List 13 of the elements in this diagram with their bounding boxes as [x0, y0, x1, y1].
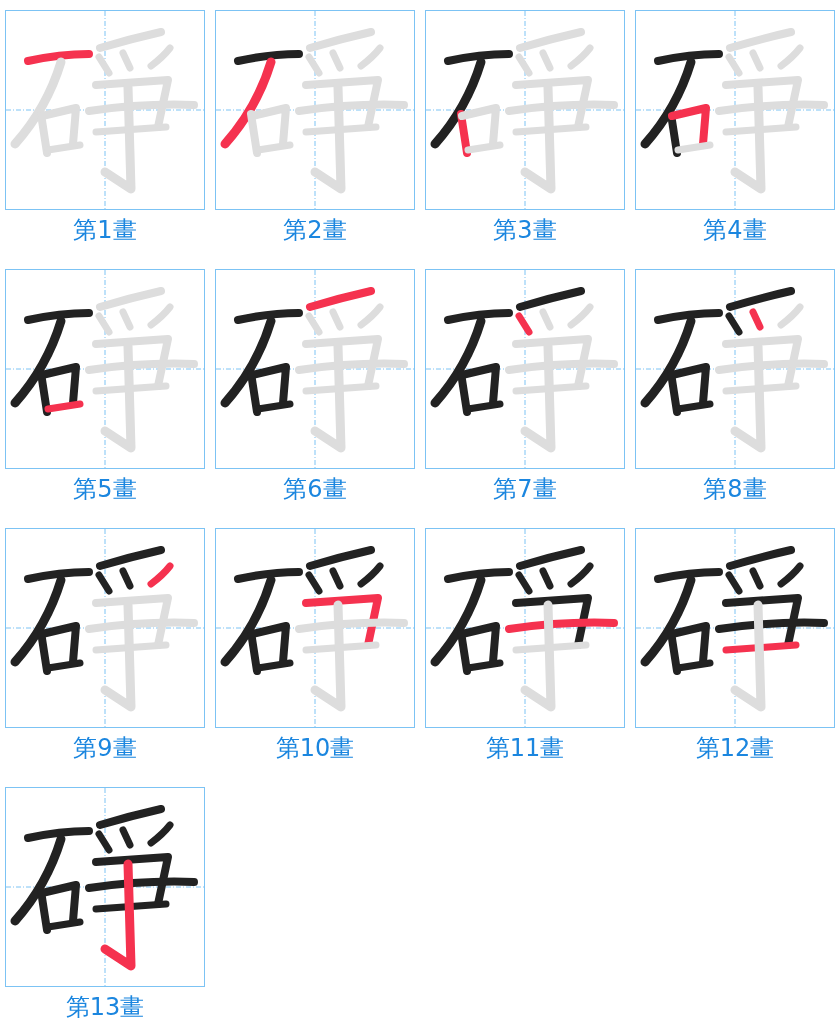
step-caption: 第8畫	[703, 475, 767, 503]
step-caption: 第5畫	[73, 475, 137, 503]
step-caption: 第3畫	[493, 216, 557, 244]
step-caption: 第12畫	[695, 734, 775, 762]
step-caption: 第6畫	[283, 475, 347, 503]
step-caption: 第1畫	[73, 216, 137, 244]
step-caption: 第9畫	[73, 734, 137, 762]
step-caption: 第7畫	[493, 475, 557, 503]
step-caption: 第13畫	[65, 993, 145, 1021]
step-caption: 第11畫	[485, 734, 565, 762]
step-caption: 第10畫	[275, 734, 355, 762]
step-caption: 第2畫	[283, 216, 347, 244]
step-caption: 第4畫	[703, 216, 767, 244]
